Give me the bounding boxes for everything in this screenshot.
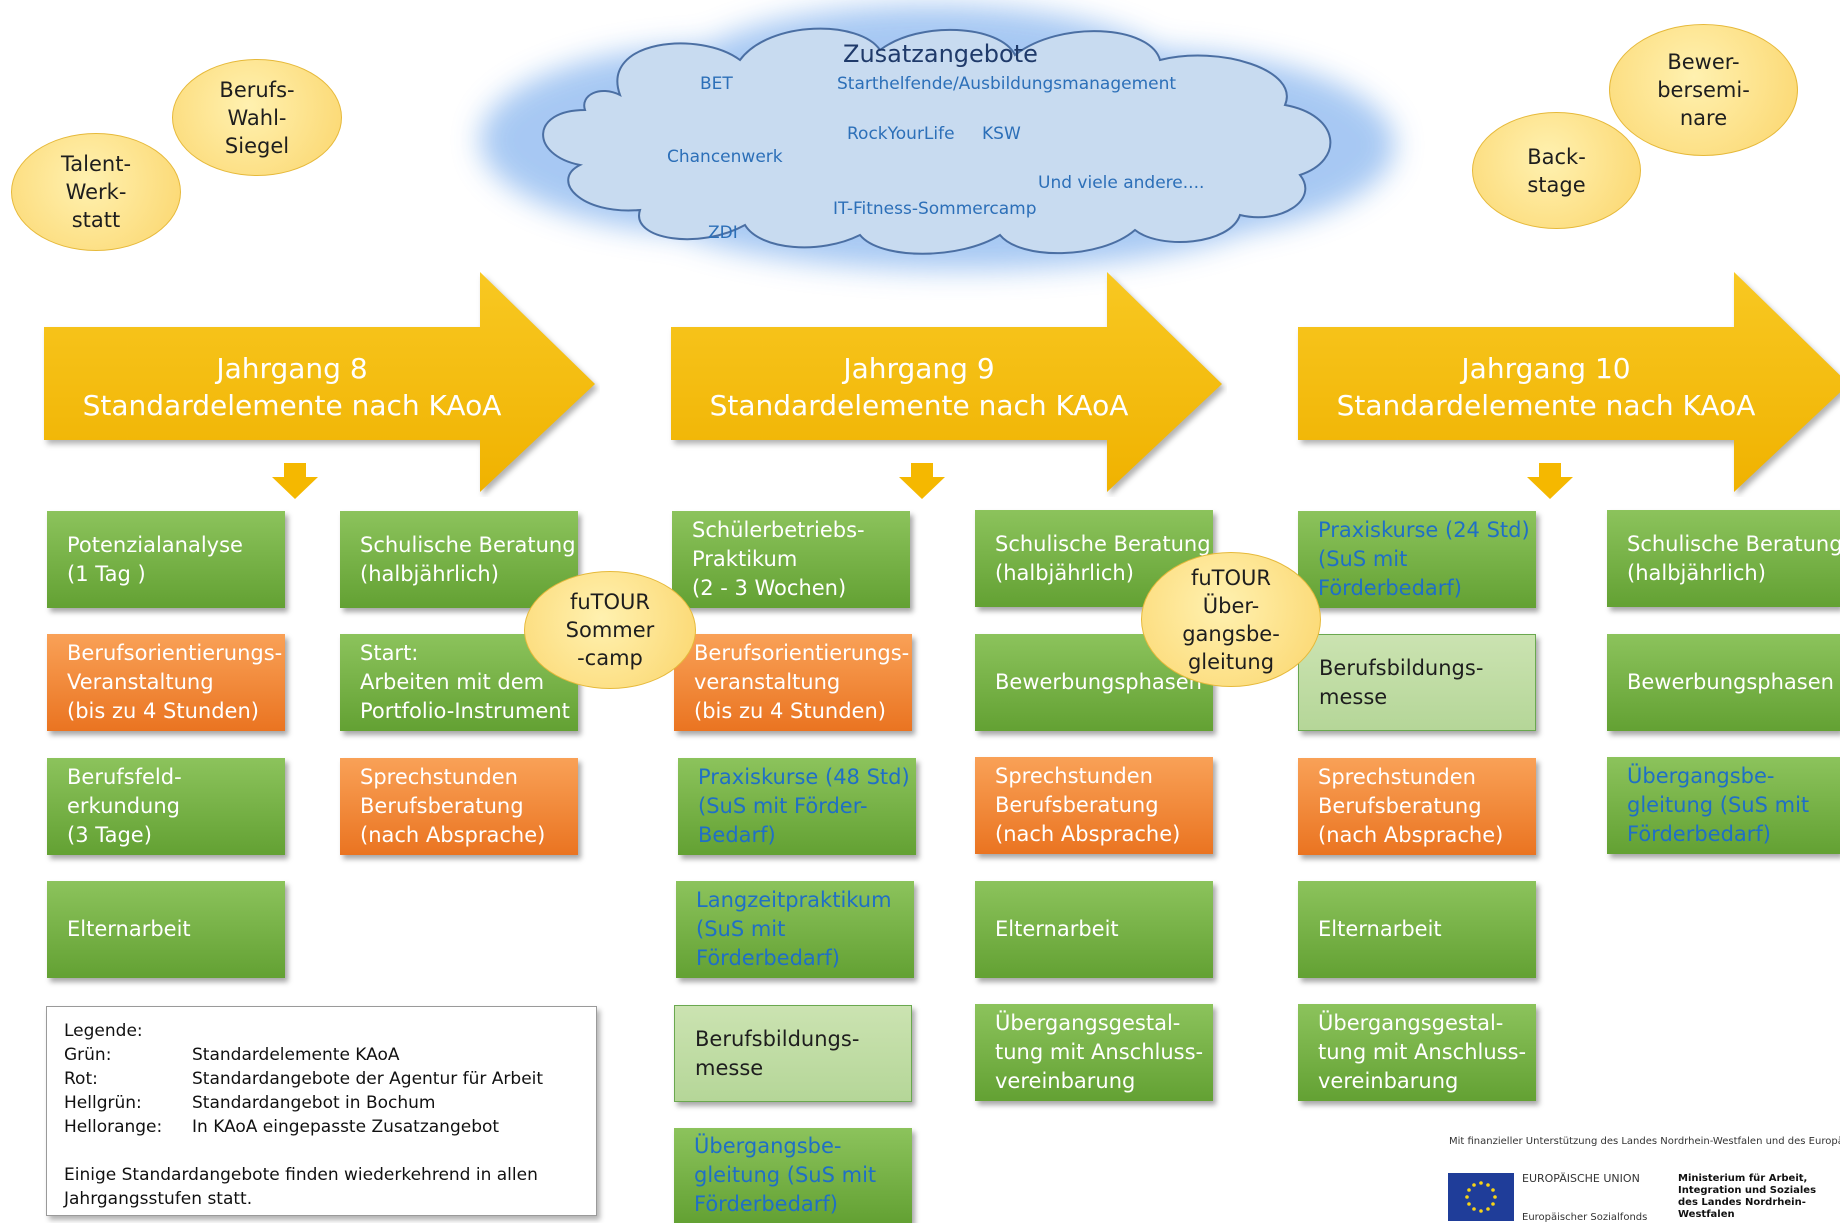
box-berufsbildungsmesse-10: Berufsbildungs-messe bbox=[1298, 634, 1536, 731]
cloud-item-bet: BET bbox=[700, 74, 733, 94]
arrow-jahrgang-9 bbox=[671, 272, 1222, 492]
down-arrow-icon bbox=[1527, 463, 1573, 499]
box-elternarbeit-9: Elternarbeit bbox=[975, 881, 1213, 978]
legend-row: Rot:Standardangebote der Agentur für Arb… bbox=[64, 1069, 544, 1089]
bubble-berufswahlsiegel: Berufs-Wahl-Siegel bbox=[172, 59, 342, 176]
eu-label: EUROPÄISCHE UNION bbox=[1522, 1172, 1640, 1185]
down-arrow-icon bbox=[272, 463, 318, 499]
box-schulische-beratung-8: Schulische Beratung(halbjährlich) bbox=[340, 511, 578, 608]
legend-row: Grün:Standardelemente KAoA bbox=[64, 1045, 400, 1065]
bubble-backstage: Back-stage bbox=[1472, 112, 1641, 229]
box-berufsbildungsmesse-9: Berufsbildungs-messe bbox=[674, 1005, 912, 1102]
box-schuelerbetriebspraktikum: Schülerbetriebs-Praktikum(2 - 3 Wochen) bbox=[672, 511, 910, 608]
cloud-item-chancenwerk: Chancenwerk bbox=[667, 147, 783, 167]
legend-row: Hellgrün:Standardangebot in Bochum bbox=[64, 1093, 436, 1113]
box-potenzialanalyse: Potenzialanalyse(1 Tag ) bbox=[47, 511, 285, 608]
box-berufsfelderkundung: Berufsfeld-erkundung(3 Tage) bbox=[47, 758, 285, 855]
legend-title: Legende: bbox=[64, 1021, 143, 1041]
cloud-shape bbox=[480, 5, 1395, 270]
cloud-item-starthelfende: Starthelfende/Ausbildungsmanagement bbox=[837, 74, 1177, 94]
box-elternarbeit-8: Elternarbeit bbox=[47, 881, 285, 978]
box-berufsorientierungsveranstaltung-9: Berufsorientierungs-veranstaltung(bis zu… bbox=[674, 634, 912, 731]
box-elternarbeit-10: Elternarbeit bbox=[1298, 881, 1536, 978]
legend-note: Einige Standardangebote finden wiederkeh… bbox=[64, 1165, 538, 1209]
box-praxiskurse-48: Praxiskurse (48 Std)(SuS mit Förder-Beda… bbox=[678, 758, 916, 855]
arrow-jahrgang-10 bbox=[1298, 272, 1840, 492]
funding-line: Mit finanzieller Unterstützung des Lande… bbox=[1449, 1136, 1840, 1147]
bubble-talentwerkstatt: Talent-Werk-statt bbox=[11, 133, 181, 251]
box-berufsorientierungsveranstaltung-8: Berufsorientierungs-Veranstaltung(bis zu… bbox=[47, 634, 285, 731]
eu-flag-icon bbox=[1448, 1173, 1514, 1221]
cloud-item-andere: Und viele andere.... bbox=[1038, 173, 1205, 193]
esf-label: Europäischer Sozialfonds bbox=[1522, 1212, 1648, 1223]
legend-row: Hellorange:In KAoA eingepasste Zusatzang… bbox=[64, 1117, 500, 1137]
box-bewerbungsphasen-10: Bewerbungsphasen bbox=[1607, 634, 1840, 731]
down-arrow-icon bbox=[899, 463, 945, 499]
ministry-label: Ministerium für Arbeit,Integration und S… bbox=[1678, 1173, 1817, 1220]
box-schulische-beratung-10: Schulische Beratung(halbjährlich) bbox=[1607, 510, 1840, 607]
legend: Legende: Grün:Standardelemente KAoA Rot:… bbox=[46, 1006, 597, 1216]
cloud-item-ksw: KSW bbox=[982, 124, 1021, 144]
box-uebergangsgestaltung-9: Übergangsgestal-tung mit Anschluss-verei… bbox=[975, 1004, 1213, 1101]
cloud-item-rockyourlife: RockYourLife bbox=[847, 124, 955, 144]
cloud-item-zdi: ZDI bbox=[708, 223, 738, 243]
cloud-item-itfitness: IT-Fitness-Sommercamp bbox=[833, 199, 1037, 219]
box-uebergangsgestaltung-10: Übergangsgestal-tung mit Anschluss-verei… bbox=[1298, 1004, 1536, 1101]
cloud-title: Zusatzangebote bbox=[843, 40, 1038, 68]
bubble-bewerberseminare: Bewer-bersemi-nare bbox=[1609, 24, 1798, 156]
arrow-jahrgang-8 bbox=[44, 272, 595, 492]
